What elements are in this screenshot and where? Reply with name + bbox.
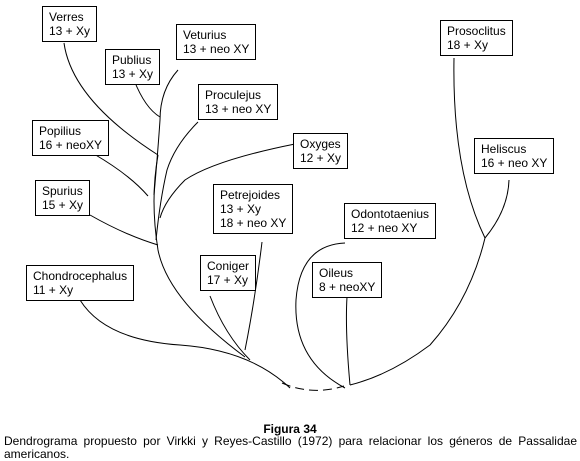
node-oileus-chromosomes: 8 + neoXY: [319, 280, 376, 294]
branch-petrejoides: [244, 241, 263, 351]
node-prosoclitus-name: Prosoclitus: [447, 24, 506, 38]
node-veturius-chromosomes: 13 + neo XY: [183, 42, 250, 56]
branch-coniger: [209, 295, 251, 361]
node-petrejoides-name: Petrejoides: [220, 188, 281, 202]
branch-odontotaenius: [295, 242, 346, 389]
node-oxyges: Oxyges 12 + Xy: [293, 133, 349, 169]
branch-right-stem: [349, 237, 486, 386]
node-publius: Publius 13 + Xy: [105, 49, 161, 85]
node-popilius: Popilius 16 + neoXY: [32, 120, 110, 156]
node-popilius-chromosomes: 16 + neoXY: [39, 138, 103, 152]
node-petrejoides: Petrejoides 13 + Xy 18 + neo XY: [213, 184, 294, 234]
node-popilius-name: Popilius: [39, 124, 82, 138]
branch-oxyges: [159, 143, 296, 219]
node-verres-name: Verres: [49, 10, 84, 24]
branch-heliscus: [484, 179, 510, 239]
node-spurius: Spurius 15 + Xy: [35, 180, 91, 216]
node-oxyges-chromosomes: 12 + Xy: [300, 151, 342, 165]
node-veturius: Veturius 13 + neo XY: [176, 24, 257, 60]
node-verres-chromosomes: 13 + Xy: [49, 24, 91, 38]
branch-publius: [133, 79, 161, 118]
node-odontotaenius: Odontotaenius 12 + neo XY: [344, 203, 437, 239]
branch-prosoclitus: [453, 57, 486, 239]
node-heliscus-name: Heliscus: [481, 142, 527, 156]
node-coniger-name: Coniger: [207, 259, 250, 273]
node-proculejus-name: Proculejus: [205, 88, 262, 102]
node-chondrocephalus-chromosomes: 11 + Xy: [33, 283, 74, 297]
branch-main-stem: [153, 154, 246, 358]
node-odontotaenius-chromosomes: 12 + neo XY: [351, 221, 418, 235]
branch-proculejus: [155, 121, 199, 241]
node-oileus-name: Oileus: [319, 266, 354, 280]
node-heliscus: Heliscus 16 + neo XY: [474, 138, 555, 174]
node-coniger: Coniger 17 + Xy: [200, 255, 257, 291]
branch-spurius: [89, 214, 159, 246]
branch-chondrocephalus: [79, 299, 291, 389]
node-odontotaenius-name: Odontotaenius: [351, 207, 430, 221]
dendrogram: [63, 42, 510, 391]
node-veturius-name: Veturius: [183, 28, 227, 42]
branch-oileus: [345, 296, 351, 386]
node-oxyges-name: Oxyges: [300, 137, 341, 151]
figure-title: Figura 34: [263, 422, 317, 436]
node-prosoclitus-chromosomes: 18 + Xy: [447, 38, 489, 52]
node-coniger-chromosomes: 17 + Xy: [207, 273, 249, 287]
node-spurius-name: Spurius: [42, 184, 83, 198]
node-verres: Verres 13 + Xy: [42, 6, 98, 42]
figure-caption: Dendrograma propuesto por Virkki y Reyes…: [4, 434, 577, 461]
node-petrejoides-chromosomes-2: 18 + neo XY: [220, 216, 287, 230]
branch-popilius: [93, 153, 149, 197]
node-chondrocephalus-name: Chondrocephalus: [33, 269, 128, 283]
node-petrejoides-chromosomes-1: 13 + Xy: [220, 202, 262, 216]
node-spurius-chromosomes: 15 + Xy: [42, 198, 84, 212]
node-proculejus-chromosomes: 13 + neo XY: [205, 102, 272, 116]
node-publius-chromosomes: 13 + Xy: [112, 67, 154, 81]
node-chondrocephalus: Chondrocephalus 11 + Xy: [26, 265, 135, 301]
node-proculejus: Proculejus 13 + neo XY: [198, 84, 279, 120]
branch-verres: [63, 42, 159, 156]
branch-root: [281, 382, 345, 391]
node-heliscus-chromosomes: 16 + neo XY: [481, 156, 548, 170]
node-oileus: Oileus 8 + neoXY: [312, 262, 383, 298]
node-publius-name: Publius: [112, 53, 152, 67]
node-prosoclitus: Prosoclitus 18 + Xy: [440, 20, 513, 56]
